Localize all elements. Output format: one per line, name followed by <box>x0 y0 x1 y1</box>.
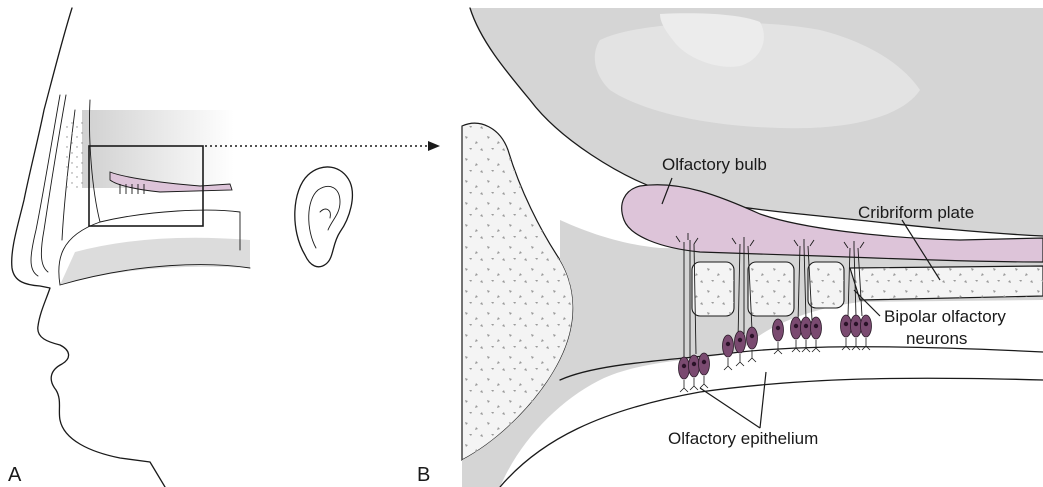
nasal-bone-dots <box>64 120 86 190</box>
ear-outline <box>295 167 353 267</box>
panel-label-b: B <box>417 464 430 486</box>
label-olfactory-epithelium: Olfactory epithelium <box>668 429 818 448</box>
leader-olfactory-epithelium <box>700 372 766 428</box>
zoom-arrowhead <box>428 141 440 151</box>
label-bipolar-neurons-line2: neurons <box>906 329 967 348</box>
cribriform-foramina <box>692 262 844 316</box>
label-bipolar-neurons-line1: Bipolar olfactory <box>884 307 1006 326</box>
ear-inner <box>309 186 340 248</box>
cribriform-plate-texture <box>850 266 1043 300</box>
label-cribriform-plate: Cribriform plate <box>858 203 974 222</box>
nasal-cavity-shade <box>82 110 234 188</box>
panel-label-a: A <box>8 464 22 486</box>
label-olfactory-bulb: Olfactory bulb <box>662 155 767 174</box>
panel-b-magnified-diagram <box>462 8 1043 487</box>
panel-a-head-diagram <box>12 8 440 487</box>
ear-canal <box>320 209 330 218</box>
nasal-contour <box>31 95 60 276</box>
